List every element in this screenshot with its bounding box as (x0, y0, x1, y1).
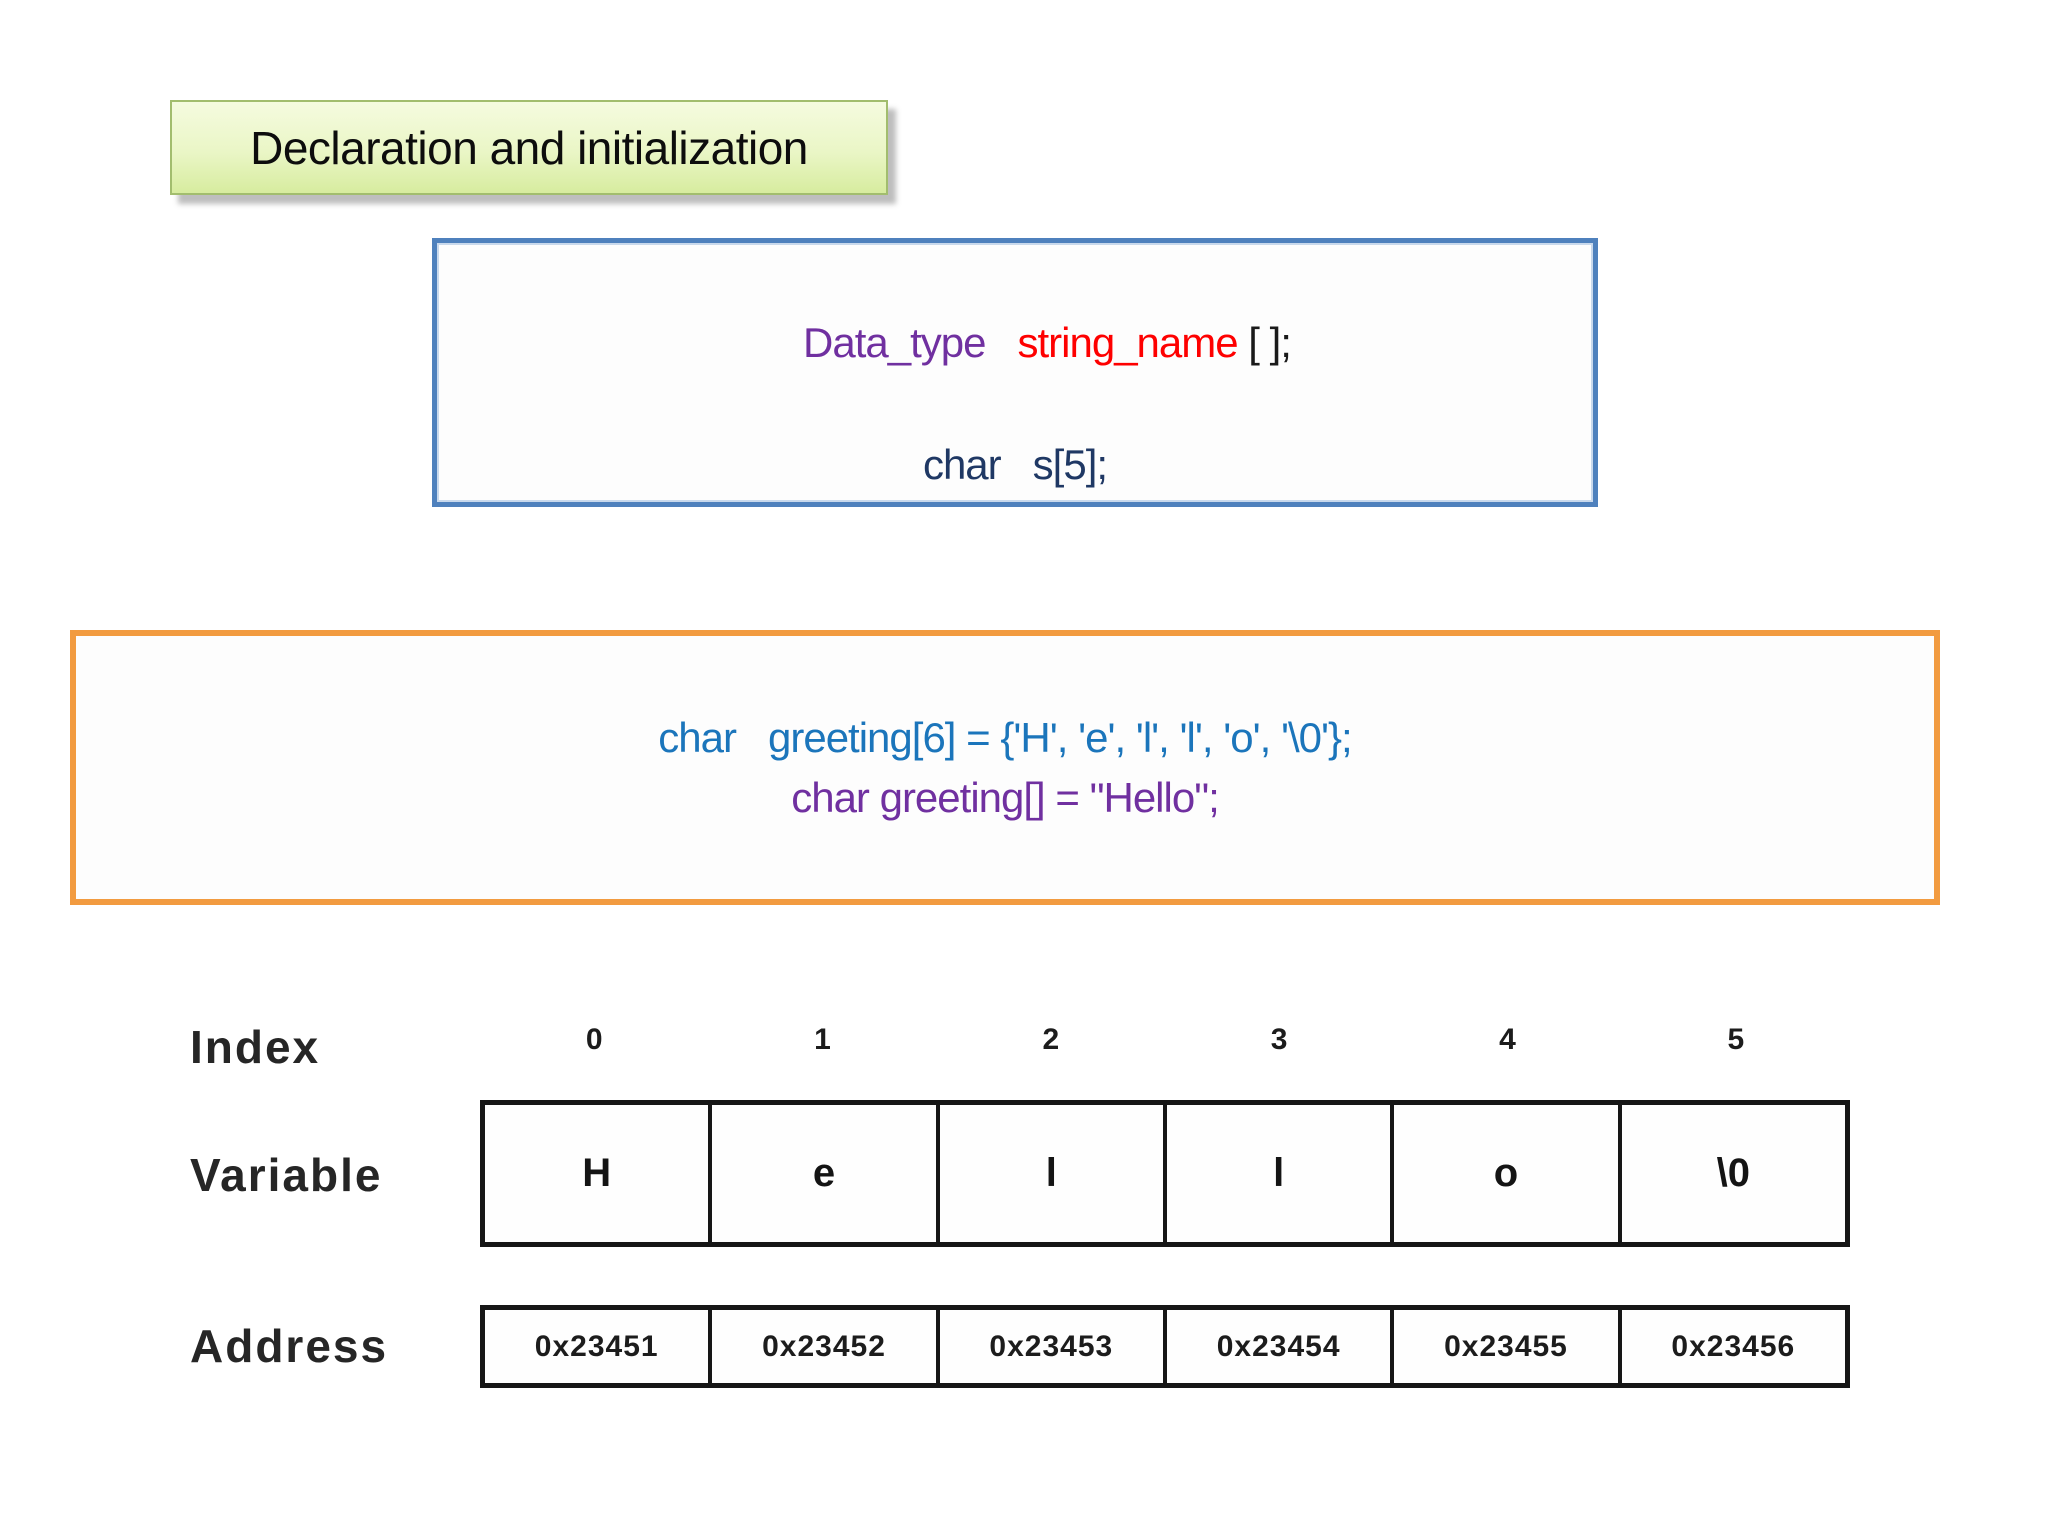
address-cell: 0x23454 (1162, 1310, 1390, 1383)
declaration-syntax-line: Data_type string_name [ ]; (739, 251, 1292, 434)
variable-cell: \0 (1617, 1105, 1845, 1242)
title-box: Declaration and initialization (170, 100, 888, 195)
row-label-variable: Variable (190, 1149, 383, 1201)
variable-cell: l (1162, 1105, 1390, 1242)
index-value: 3 (1270, 1023, 1288, 1056)
address-cell: 0x23451 (534, 1329, 659, 1363)
code-string-name: string_name (1017, 318, 1239, 366)
code-keyword-datatype: Data_type (803, 318, 986, 366)
index-value: 1 (814, 1023, 831, 1056)
page-title: Declaration and initialization (250, 121, 808, 174)
index-value: 2 (1042, 1023, 1060, 1056)
declaration-example-line: char s[5]; (922, 440, 1108, 488)
address-cell: 0x23452 (708, 1310, 935, 1383)
initialization-array-line: char greeting[6] = {'H', 'e', 'l', 'l', … (658, 713, 1352, 761)
initialization-string-line: char greeting[] = "Hello"; (791, 773, 1220, 821)
address-cell: 0x23453 (935, 1310, 1163, 1383)
code-brackets: [ ]; (1237, 318, 1292, 366)
code-spacing (985, 319, 1017, 366)
index-number-row: 0 1 2 3 4 5 (480, 1012, 1850, 1068)
index-value: 5 (1727, 1023, 1745, 1056)
variable-cell: o (1390, 1105, 1617, 1242)
row-label-index: Index (190, 1021, 321, 1073)
declaration-syntax-box: Data_type string_name [ ]; char s[5]; (432, 238, 1598, 507)
variable-cells-grid: H e l l o \0 (480, 1100, 1850, 1247)
row-label-address: Address (190, 1320, 389, 1372)
address-cell: 0x23455 (1390, 1310, 1617, 1383)
variable-cell: e (708, 1105, 935, 1242)
initialization-box: char greeting[6] = {'H', 'e', 'l', 'l', … (70, 630, 1940, 905)
address-cell: 0x23456 (1617, 1310, 1845, 1383)
index-value: 0 (585, 1023, 603, 1056)
variable-cell: l (935, 1105, 1163, 1242)
index-value: 4 (1499, 1023, 1516, 1056)
variable-cell: H (582, 1151, 612, 1195)
address-cells-grid: 0x23451 0x23452 0x23453 0x23454 0x23455 … (480, 1305, 1850, 1388)
